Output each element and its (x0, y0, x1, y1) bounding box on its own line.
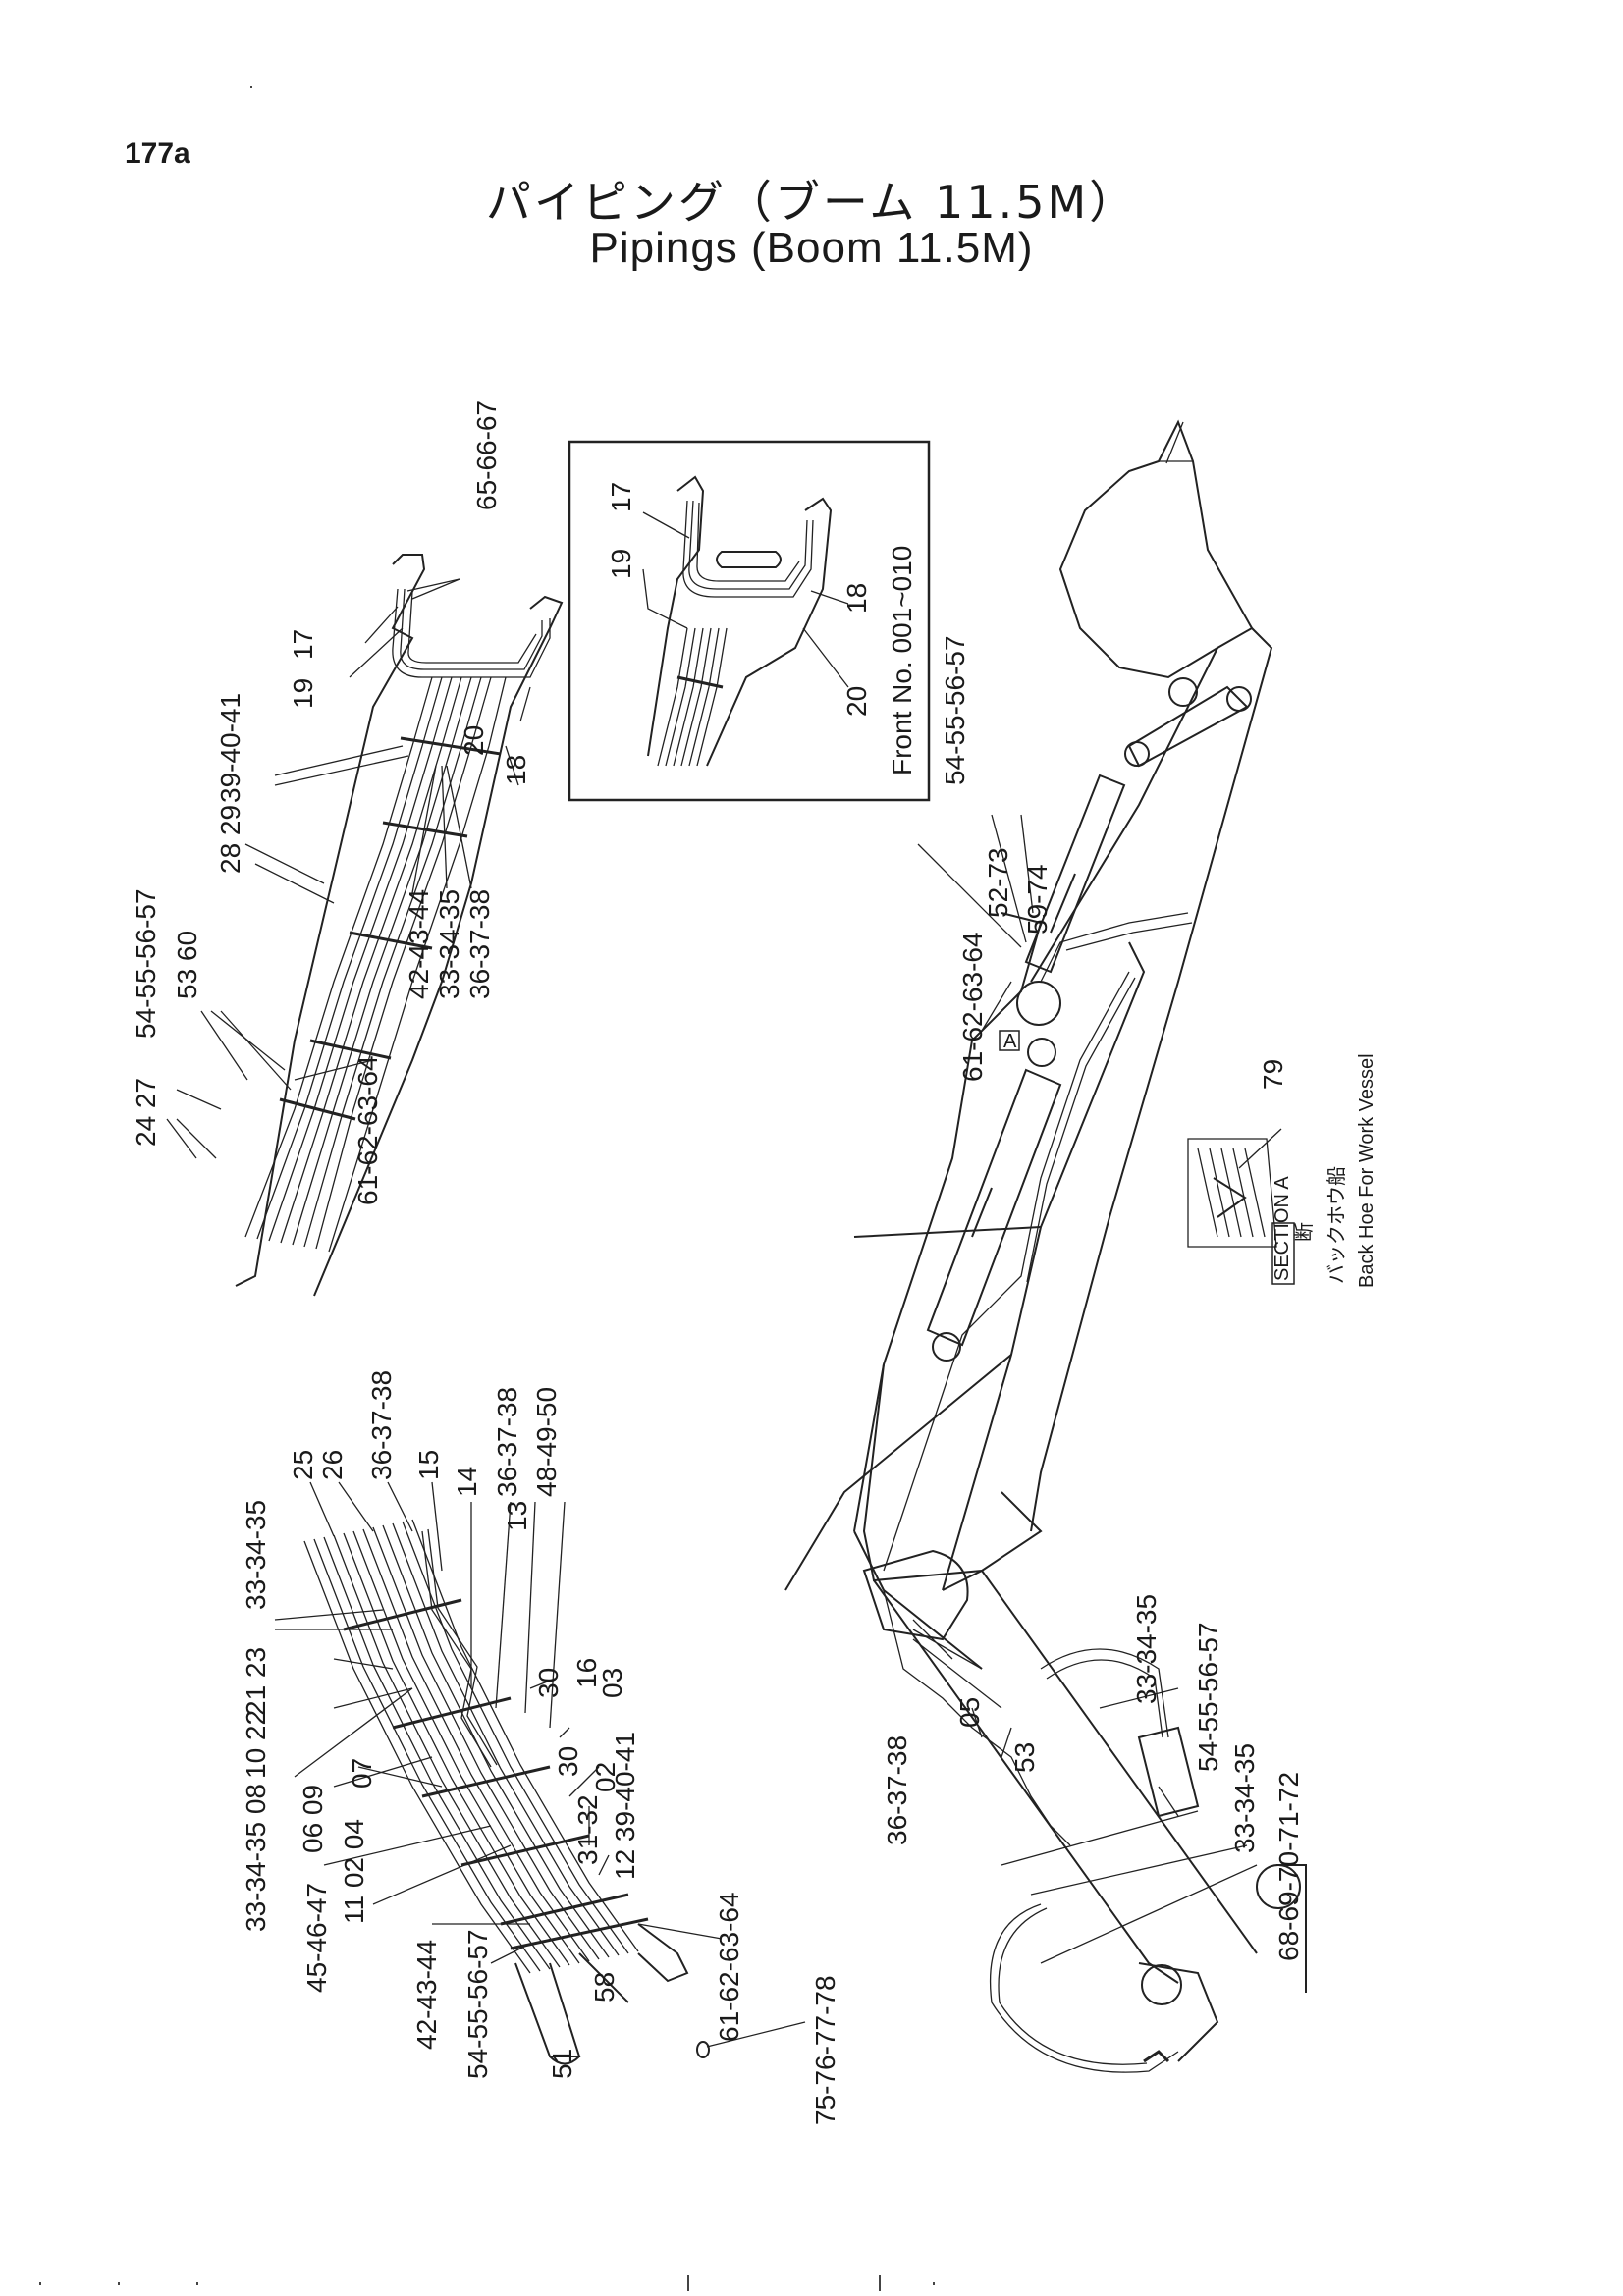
scan-specks (39, 86, 935, 2291)
label-33-34-35-08: 33-34-35 08 (241, 1784, 271, 1932)
label-61-62-63-64: 61-62-63-64 (352, 1055, 383, 1205)
inset-label-18: 18 (841, 583, 872, 614)
label-33-34-35: 33-34-35 (434, 889, 464, 999)
label-36-37-38-main: 36-37-38 (882, 1735, 912, 1845)
label-12-39-40-41: 12 39-40-41 (610, 1732, 640, 1880)
label-13: 13 (502, 1501, 532, 1531)
label-11-02-04: 11 02 04 (339, 1819, 369, 1924)
section-a-marker: A (1003, 1031, 1017, 1052)
label-30-b: 30 (553, 1746, 583, 1777)
label-36-37-38-lower-a: 36-37-38 (366, 1370, 397, 1480)
label-15: 15 (413, 1450, 444, 1480)
label-26: 26 (317, 1450, 348, 1480)
main-leaders (912, 814, 1258, 1964)
label-61-62-63-64-lower: 61-62-63-64 (714, 1892, 744, 2042)
inset-label-20: 20 (841, 686, 872, 717)
label-79: 79 (1258, 1059, 1288, 1090)
label-30-a: 30 (533, 1668, 564, 1698)
inset-label-17: 17 (606, 482, 636, 512)
label-61-62-63-64-main: 61-62-63-64 (957, 932, 988, 1082)
label-16: 16 (571, 1658, 602, 1688)
label-02: 02 (590, 1762, 621, 1792)
back-hoe-en: Back Hoe For Work Vessel (1356, 1053, 1378, 1288)
label-53-main: 53 (1009, 1742, 1040, 1773)
label-54-55-56-57-main-b: 54-55-56-57 (1193, 1622, 1223, 1772)
main-boom-assembly: A (784, 419, 1307, 2073)
label-17: 17 (288, 629, 318, 660)
label-53-60: 53 60 (172, 931, 202, 999)
label-68-69-70-71-72: 68-69-70-71-72 (1273, 1772, 1304, 1961)
label-07: 07 (347, 1758, 377, 1789)
detail-inset-front-001-010: 17 19 18 20 Front No. 001~010 (568, 440, 931, 802)
label-20: 20 (459, 725, 489, 756)
label-06-09: 06 09 (298, 1785, 328, 1853)
inset-label-19: 19 (606, 549, 636, 579)
label-28-29: 28 29 (215, 805, 245, 874)
label-19: 19 (288, 678, 318, 709)
label-24-27: 24 27 (131, 1078, 161, 1147)
label-36-37-38: 36-37-38 (464, 889, 495, 999)
label-75-76-77-78: 75-76-77-78 (810, 1975, 840, 2125)
label-31-32: 31-32 (572, 1794, 603, 1865)
label-48-49-50: 48-49-50 (531, 1387, 562, 1497)
label-33-34-35-lower-a: 33-34-35 (241, 1500, 271, 1610)
label-25: 25 (288, 1450, 318, 1480)
label-39-40-41: 39-40-41 (215, 693, 245, 803)
label-54-55-56-57-lower: 54-55-56-57 (462, 1929, 493, 2079)
label-36-37-38-lower-b: 36-37-38 (492, 1387, 522, 1497)
title-english: Pipings (Boom 11.5M) (589, 224, 1034, 272)
front-number-note: Front No. 001~010 (887, 546, 917, 775)
detail-upper-piping: 65-66-67 17 19 18 20 39-40-41 28 29 42-4… (131, 400, 564, 1297)
label-58: 58 (589, 1972, 620, 2002)
label-51: 51 (547, 2049, 577, 2079)
label-18: 18 (501, 755, 531, 785)
label-33-34-35-main-a: 33-34-35 (1131, 1594, 1162, 1704)
label-42-43-44: 42-43-44 (404, 889, 434, 999)
label-14: 14 (452, 1467, 482, 1497)
label-21-23: 21 23 (241, 1647, 271, 1716)
section-jp-label: 断 (1293, 1222, 1316, 1242)
label-45-46-47: 45-46-47 (301, 1883, 332, 1993)
label-10-22: 10 22 (241, 1710, 271, 1779)
label-59-74: 59-74 (1022, 864, 1053, 934)
back-hoe-jp: バックホウ船 (1325, 1166, 1348, 1284)
section-a-detail (1187, 1128, 1295, 1285)
label-52-73: 52-73 (983, 847, 1013, 918)
label-54-55-56-57: 54-55-56-57 (131, 888, 161, 1039)
label-05: 05 (954, 1697, 985, 1728)
label-65-66-67: 65-66-67 (471, 400, 502, 510)
label-54-55-56-57-main: 54-55-56-57 (940, 635, 970, 785)
label-42-43-44-lower: 42-43-44 (411, 1940, 442, 2050)
title-japanese: パイピング（ブーム 11.5M） (485, 176, 1138, 229)
detail-lower-piping (274, 1481, 806, 2065)
label-03: 03 (597, 1668, 627, 1698)
label-33-34-35-main-b: 33-34-35 (1229, 1743, 1260, 1853)
section-a-label: SECTION A (1271, 1176, 1293, 1281)
page-number: 177a (125, 137, 190, 170)
